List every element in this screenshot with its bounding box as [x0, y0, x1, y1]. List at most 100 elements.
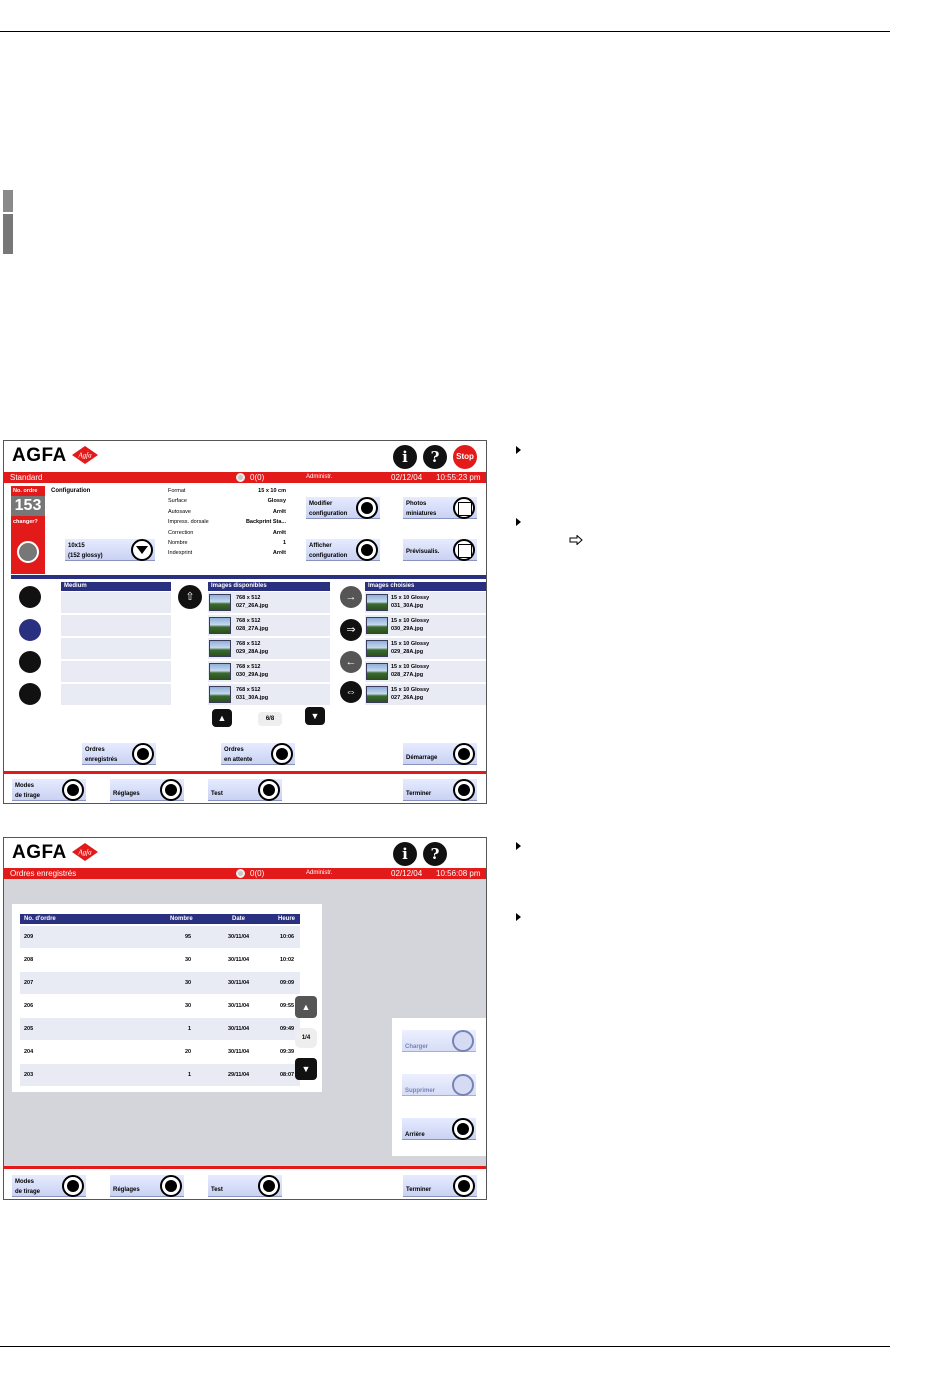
bullet-marker [516, 518, 521, 526]
help-icon[interactable]: ? [423, 445, 447, 469]
svg-text:Agfa: Agfa [77, 452, 92, 460]
button-knob-icon [452, 1118, 474, 1140]
agfa-rhomb-icon: Agfa [72, 446, 98, 464]
medium-header: Medium [61, 582, 171, 591]
image-thumbnail [209, 617, 231, 634]
arrow-up-icon[interactable]: ⇧ [178, 585, 202, 609]
cd-icon[interactable] [19, 619, 41, 641]
arrow-left-all-icon[interactable]: ⇔ [340, 681, 362, 703]
medium-row[interactable] [61, 638, 171, 659]
col-heure: Heure [278, 916, 296, 922]
chevron-down-icon[interactable] [131, 539, 153, 561]
bottom-red-rule [4, 771, 486, 774]
image-thumbnail [366, 663, 388, 680]
arrow-right-all-icon[interactable]: ⇒ [340, 619, 362, 641]
laptop-icon[interactable] [19, 651, 41, 673]
image-thumbnail [366, 640, 388, 657]
stop-button[interactable]: Stop [453, 445, 477, 469]
format-select[interactable]: 10x15(152 glossy) [65, 539, 155, 561]
config-value: 1 [282, 539, 286, 546]
config-value: Arrêt [272, 529, 286, 536]
button-knob-icon [356, 497, 378, 519]
reglages-button[interactable]: Réglages [110, 779, 184, 801]
demarrage-button[interactable]: Démarrage [403, 743, 477, 765]
arrow-right-icon[interactable]: → [340, 586, 362, 608]
user-label: Administr. [306, 474, 333, 480]
order-number-panel: No. ordre 153 changer? [11, 486, 45, 574]
config-value: Arrêt [272, 550, 286, 557]
scroll-up-icon[interactable]: ▲ [212, 709, 232, 727]
section-divider [11, 575, 486, 579]
config-key: Nombre [168, 539, 188, 546]
images-dispo-header: Images disponibles [208, 582, 330, 591]
screen-title: Ordres enregistrés [10, 869, 77, 878]
scroll-down-icon[interactable]: ▼ [305, 707, 325, 725]
medium-row[interactable] [61, 592, 171, 613]
disc-icon [236, 869, 245, 878]
button-knob-icon [258, 779, 280, 801]
change-order-knob[interactable] [17, 541, 39, 563]
charger-button[interactable]: Charger [402, 1030, 476, 1052]
bullet-marker [516, 913, 521, 921]
change-order-link[interactable]: changer? [13, 519, 38, 525]
scanner-icon[interactable] [19, 683, 41, 705]
button-knob-icon [453, 743, 475, 765]
card-reader-icon[interactable] [19, 586, 41, 608]
info-icon[interactable]: i [393, 445, 417, 469]
config-value: 15 x 10 cm [258, 488, 286, 494]
user-label: Administr. [306, 870, 333, 876]
previsualis-button[interactable]: Prévisualis. [403, 539, 477, 561]
terminer-button[interactable]: Terminer [403, 779, 477, 801]
test-button[interactable]: Test [208, 779, 282, 801]
button-knob-icon [453, 1175, 475, 1197]
info-icon[interactable]: i [393, 842, 417, 866]
arriere-button[interactable]: Arrière [402, 1118, 476, 1140]
order-label: No. ordre [13, 488, 38, 494]
help-icon[interactable]: ? [423, 842, 447, 866]
arrow-left-icon[interactable]: ← [340, 651, 362, 673]
reglages-button[interactable]: Réglages [110, 1175, 184, 1197]
config-key: Indexprint [168, 550, 193, 557]
medium-row[interactable] [61, 615, 171, 636]
button-knob-icon [62, 1175, 84, 1197]
supprimer-button[interactable]: Supprimer [402, 1074, 476, 1096]
agfa-rhomb-icon: Agfa [72, 843, 98, 861]
image-thumbnail [366, 686, 388, 703]
scroll-down-icon[interactable]: ▼ [295, 1058, 317, 1080]
table-header: No. d'ordre Nombre Date Heure [20, 914, 300, 924]
terminer-button[interactable]: Terminer [403, 1175, 477, 1197]
test-button[interactable]: Test [208, 1175, 282, 1197]
medium-row[interactable] [61, 661, 171, 682]
header: AGFA Agfa i ? [4, 838, 486, 870]
status-time: 10:55:23 pm [436, 473, 481, 482]
status-date: 02/12/04 [391, 473, 423, 482]
scroll-up-icon[interactable]: ▲ [295, 996, 317, 1018]
medium-row[interactable] [61, 684, 171, 705]
page-indicator: 1/4 [295, 1028, 317, 1048]
